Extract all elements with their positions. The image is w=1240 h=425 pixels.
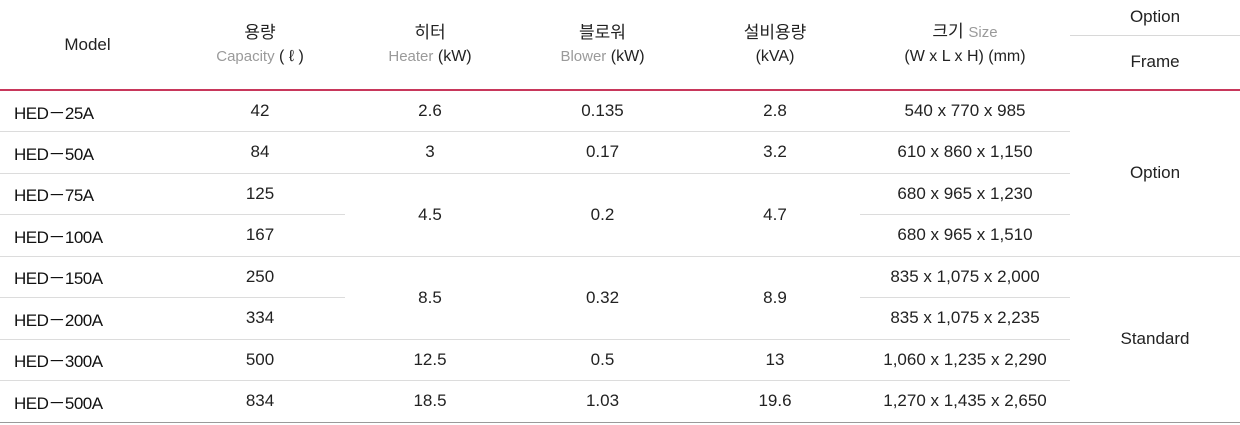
header-power-unit: (kVA) [755,47,795,65]
header-power-kr: 설비용량 [743,22,807,42]
cell-heater: 12.5 [345,339,515,381]
table-row: HED－75A 125 4.5 0.2 4.7 680 x 965 x 1,23… [0,173,1240,257]
cell-model: HED－150A [0,256,175,298]
cell-power: 8.9 [690,256,860,340]
header-heater-unit: (kW) [437,47,472,65]
cell-heater: 8.5 [345,256,515,340]
header-frame: Frame [1070,35,1240,91]
cell-blower: 0.17 [515,131,690,174]
header-capacity-en-line: Capacity ( ℓ ) [175,45,345,69]
header-power: 설비용량 (kVA) [690,0,860,91]
table-row: HED－150A 250 8.5 0.32 8.9 835 x 1,075 x … [0,256,1240,423]
header-blower-unit: (kW) [610,47,645,65]
header-heater: 히터 Heater (kW) [345,0,515,91]
cell-size: 680 x 965 x 1,510 [860,214,1070,257]
cell-model: HED－25A [0,90,175,132]
cell-capacity: 500 [175,339,345,381]
header-size-en: Size [968,24,998,41]
header-blower: 블로워 Blower (kW) [515,0,690,91]
cell-power: 3.2 [690,131,860,174]
table-row: HED－50A 84 3 0.17 3.2 610 x 860 x 1,150 [0,131,1240,174]
table-row: HED－500A 834 18.5 1.03 19.6 1,270 x 1,43… [0,380,1240,423]
cell-size: 680 x 965 x 1,230 [860,173,1070,215]
header-blower-en: Blower [560,47,607,65]
cell-blower: 0.32 [515,256,690,340]
header-blower-en-line: Blower (kW) [515,45,690,69]
cell-model: HED－50A [0,131,175,174]
header-capacity: 용량 Capacity ( ℓ ) [175,0,345,91]
cell-model: HED－200A [0,297,175,340]
header-size-unit: (W x L x H) (mm) [904,48,1026,65]
cell-capacity: 250 [175,256,345,298]
cell-model: HED－300A [0,339,175,381]
header-size: 크기 Size (W x L x H) (mm) [860,0,1070,91]
table-row: HED－25A 42 2.6 0.135 2.8 540 x 770 x 985… [0,90,1240,257]
cell-size: 835 x 1,075 x 2,000 [860,256,1070,298]
cell-heater: 4.5 [345,173,515,257]
cell-size: 1,270 x 1,435 x 2,650 [860,380,1070,423]
header-blower-kr: 블로워 [579,22,626,42]
header-capacity-unit: ( ℓ ) [279,47,304,65]
table-header: Model 용량 Capacity ( ℓ ) 히터 Heater (kW) 블… [0,0,1240,91]
header-size-kr: 크기 [932,22,964,41]
cell-capacity: 42 [175,90,345,132]
cell-blower: 0.2 [515,173,690,257]
cell-heater: 2.6 [345,90,515,132]
cell-frame-option: Option [1070,90,1240,257]
table-row: HED－300A 500 12.5 0.5 13 1,060 x 1,235 x… [0,339,1240,381]
cell-size: 1,060 x 1,235 x 2,290 [860,339,1070,381]
header-capacity-kr: 용량 [244,22,276,42]
table-row: HED－200A 334 835 x 1,075 x 2,235 [0,297,1240,340]
cell-size: 835 x 1,075 x 2,235 [860,297,1070,340]
cell-capacity: 167 [175,214,345,257]
cell-model: HED－500A [0,380,175,423]
cell-size: 540 x 770 x 985 [860,90,1070,132]
header-heater-en: Heater [388,47,434,65]
cell-model: HED－100A [0,214,175,257]
cell-power: 19.6 [690,380,860,423]
cell-capacity: 125 [175,173,345,215]
header-capacity-en: Capacity [216,47,275,65]
header-size-kr-line: 크기 Size [860,20,1070,45]
cell-heater: 3 [345,131,515,174]
cell-capacity: 834 [175,380,345,423]
cell-power: 4.7 [690,173,860,257]
cell-heater: 18.5 [345,380,515,423]
cell-power: 2.8 [690,90,860,132]
cell-blower: 0.5 [515,339,690,381]
table-body: HED－25A 42 2.6 0.135 2.8 540 x 770 x 985… [0,90,1240,423]
cell-frame-standard: Standard [1070,256,1240,423]
table-row: HED－100A 167 680 x 965 x 1,510 [0,214,1240,257]
header-heater-en-line: Heater (kW) [345,45,515,69]
cell-size: 610 x 860 x 1,150 [860,131,1070,174]
cell-model: HED－75A [0,173,175,215]
header-option: Option [1070,0,1240,36]
cell-blower: 1.03 [515,380,690,423]
header-heater-kr: 히터 [414,22,446,42]
cell-capacity: 334 [175,297,345,340]
header-model: Model [0,0,175,91]
cell-capacity: 84 [175,131,345,174]
cell-blower: 0.135 [515,90,690,132]
cell-power: 13 [690,339,860,381]
